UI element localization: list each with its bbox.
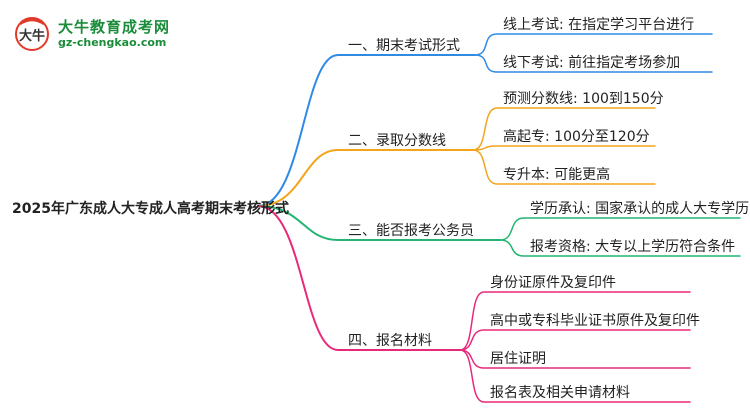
logo-title: 大牛教育成考网 <box>58 18 171 36</box>
site-logo[interactable]: 大牛 大牛教育成考网 gz-chengkao.com <box>8 14 208 54</box>
leaf-connector <box>474 33 713 56</box>
leaf-gaoqizhuan-score: 高起专: 100分至120分 <box>503 129 650 145</box>
leaf-diploma: 高中或专科毕业证书原件及复印件 <box>490 313 700 329</box>
leaf-connector <box>459 329 691 351</box>
branch-exam-format: 一、期末考试形式 <box>348 38 460 54</box>
logo-url: gz-chengkao.com <box>58 36 167 49</box>
logo-mark-text: 大牛 <box>19 28 45 44</box>
leaf-connector <box>474 54 713 73</box>
leaf-residence-proof: 居住证明 <box>490 351 546 367</box>
leaf-id-card: 身份证原件及复印件 <box>490 275 616 291</box>
branch-connector <box>257 149 474 207</box>
bull-logo-icon: 大牛 <box>15 17 49 51</box>
root-topic: 2025年广东成人大专成人高考期末考核形式 <box>12 201 289 217</box>
leaf-online-exam: 线上考试: 在指定学习平台进行 <box>503 17 695 33</box>
leaf-zhuanshengben-score: 专升本: 可能更高 <box>503 167 611 183</box>
leaf-application-form: 报名表及相关申请材料 <box>490 385 630 401</box>
leaf-connector <box>459 291 691 351</box>
leaf-connector <box>472 145 656 151</box>
branch-admission-score: 二、录取分数线 <box>348 133 446 149</box>
leaf-degree-recognition: 学历承认: 国家承认的成人大专学历 <box>530 201 750 217</box>
leaf-connector <box>459 349 691 403</box>
leaf-offline-exam: 线下考试: 前往指定考场参加 <box>503 55 681 71</box>
leaf-connector <box>499 239 741 257</box>
leaf-predicted-score: 预测分数线: 100到150分 <box>503 91 664 107</box>
leaf-connector <box>472 107 656 151</box>
branch-connector <box>257 205 501 241</box>
leaf-connector <box>472 149 656 185</box>
leaf-connector <box>499 217 741 241</box>
branch-materials: 四、报名材料 <box>348 333 432 349</box>
leaf-exam-eligibility: 报考资格: 大专以上学历符合条件 <box>530 239 736 255</box>
branch-connector <box>257 54 476 207</box>
branch-connector <box>257 205 461 351</box>
branch-civil-service: 三、能否报考公务员 <box>348 223 474 239</box>
